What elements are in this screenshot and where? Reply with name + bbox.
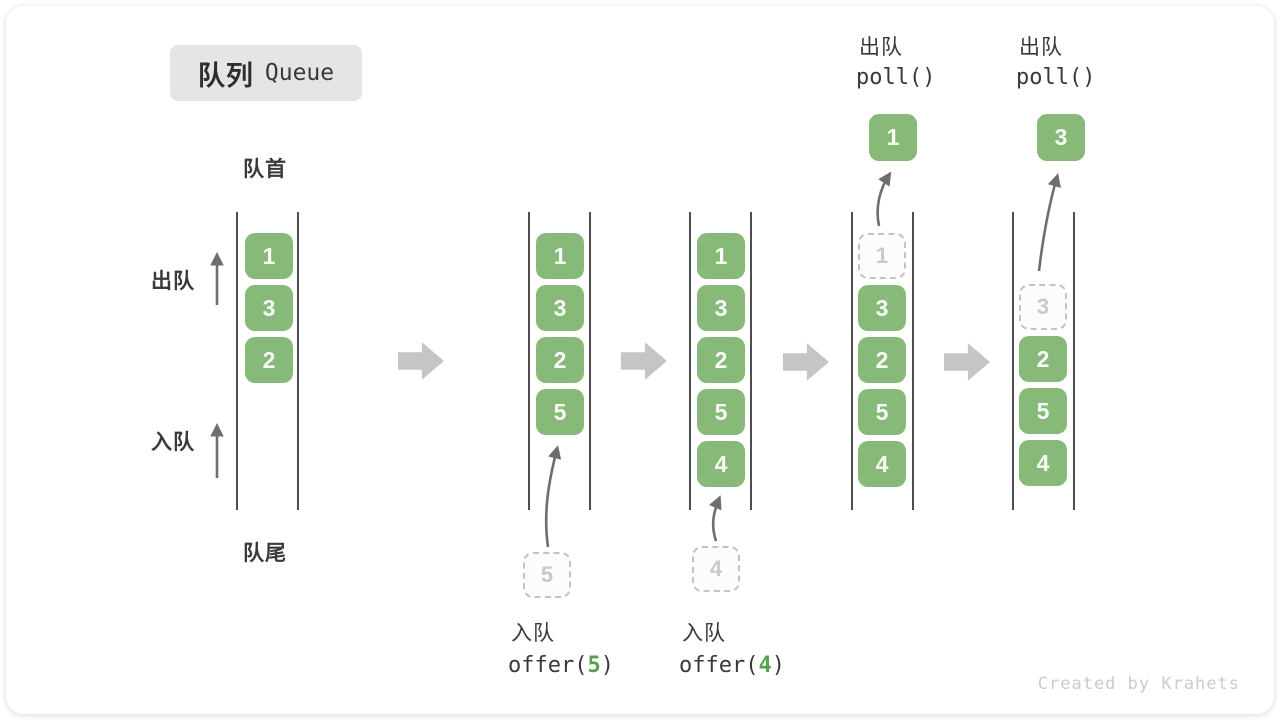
queue5-popped-item: 3: [1037, 114, 1085, 161]
queue5-wall-right: [1073, 212, 1075, 510]
queue3-item: 1: [697, 233, 745, 279]
label-queue-rear: 队尾: [243, 542, 287, 565]
queue2-item: 2: [536, 337, 584, 383]
enqueue5-code-arg: 5: [587, 653, 601, 678]
title-badge: 队列 Queue: [170, 45, 362, 101]
queue3-item: 2: [697, 337, 745, 383]
queue5-item: 5: [1019, 388, 1067, 434]
queue2-wall-right: [589, 212, 591, 510]
queue2-incoming-item: 5: [523, 552, 571, 598]
step-arrow-3: [783, 343, 829, 381]
enqueue4-code-prefix: offer(: [679, 653, 759, 678]
queue4-ghost-item: 1: [858, 233, 906, 279]
poll1-label: 出队: [859, 36, 903, 59]
queue2-item: 1: [536, 233, 584, 279]
step-arrow-1: [398, 342, 444, 380]
queue3-item: 5: [697, 389, 745, 435]
enqueue4-code: offer(4): [679, 653, 785, 678]
title-zh: 队列: [197, 60, 254, 91]
enqueue5-code-suffix: ): [600, 653, 614, 678]
queue3-wall-right: [750, 212, 752, 510]
label-enqueue-side: 入队: [151, 431, 195, 454]
queue1-item: 2: [245, 337, 293, 383]
queue2-item: 3: [536, 285, 584, 331]
queue4-wall-right: [912, 212, 914, 510]
enqueue-arrow-state2: [544, 445, 562, 548]
queue3-incoming-item: 4: [692, 546, 740, 592]
enqueue4-code-suffix: ): [771, 653, 785, 678]
enqueue4-label: 入队: [682, 622, 726, 645]
queue4-wall-left: [851, 212, 853, 510]
queue1-item: 3: [245, 285, 293, 331]
queue5-item: 2: [1019, 336, 1067, 382]
enqueue5-code-prefix: offer(: [508, 653, 588, 678]
dequeue-arrow-state4: [876, 171, 892, 227]
label-dequeue-side: 出队: [151, 270, 195, 293]
queue4-popped-item: 1: [869, 114, 917, 161]
queue3-item: 4: [697, 441, 745, 487]
watermark-credit: Created by Krahets: [1037, 674, 1240, 694]
queue1-wall-right: [297, 212, 299, 510]
label-queue-front: 队首: [243, 158, 287, 181]
poll2-code: poll(): [1016, 65, 1096, 90]
queue3-wall-left: [689, 212, 691, 510]
enqueue4-code-arg: 4: [758, 653, 772, 678]
step-arrow-4: [944, 343, 990, 381]
queue5-wall-left: [1012, 212, 1014, 510]
queue5-item: 4: [1019, 440, 1067, 486]
dequeue-arrow-state5: [1037, 173, 1061, 272]
title-en: Queue: [264, 60, 335, 86]
enqueue5-label: 入队: [511, 622, 555, 645]
queue1-wall-left: [236, 212, 238, 510]
queue4-item: 4: [858, 441, 906, 487]
step-arrow-2: [621, 342, 667, 380]
poll2-label: 出队: [1019, 36, 1063, 59]
enqueue5-code: offer(5): [508, 653, 614, 678]
poll1-code: poll(): [856, 65, 936, 90]
queue1-item: 1: [245, 233, 293, 279]
queue3-item: 3: [697, 285, 745, 331]
queue2-item: 5: [536, 389, 584, 435]
queue5-ghost-item: 3: [1019, 284, 1067, 330]
queue4-item: 2: [858, 337, 906, 383]
enqueue-arrow-state3: [709, 495, 722, 542]
queue2-wall-left: [528, 212, 530, 510]
queue4-item: 5: [858, 389, 906, 435]
queue4-item: 3: [858, 285, 906, 331]
